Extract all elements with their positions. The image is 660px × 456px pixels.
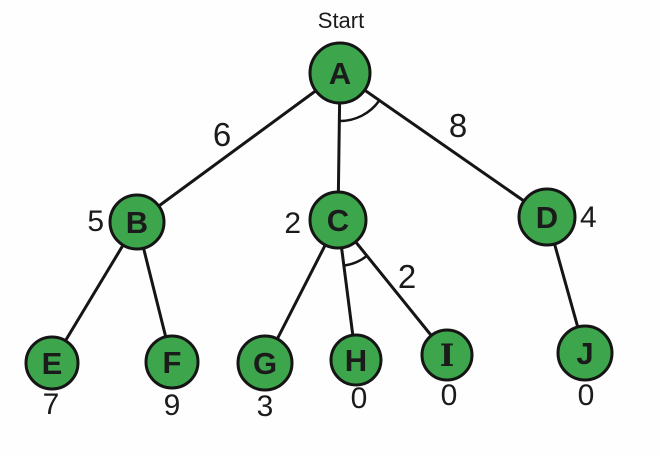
node-E: E7	[24, 335, 80, 421]
edge-weight-A-B: 6	[213, 116, 231, 153]
node-C: C2	[284, 190, 368, 250]
node-label-F: F	[163, 345, 182, 380]
start-label: Start	[317, 8, 365, 33]
heuristic-value-C: 2	[284, 207, 301, 240]
node-label-J: J	[576, 336, 593, 371]
node-circle-E	[24, 335, 80, 391]
heuristic-value-I: 0	[441, 379, 458, 412]
angle-arc-C	[343, 254, 368, 267]
node-I: I0	[420, 328, 474, 412]
heuristic-value-H: 0	[351, 382, 368, 415]
node-label-B: B	[126, 205, 148, 240]
node-circle-H	[329, 333, 383, 387]
heuristic-value-G: 3	[257, 390, 274, 423]
edge-A-D	[338, 71, 549, 219]
heuristic-value-B: 5	[87, 205, 104, 238]
node-label-H: H	[345, 343, 367, 378]
edge-weight-C-I: 2	[398, 258, 416, 295]
heuristic-value-D: 4	[580, 201, 597, 234]
node-label-G: G	[253, 346, 277, 381]
edge-A-B	[135, 71, 342, 224]
node-circle-I	[420, 328, 474, 382]
node-circle-C	[308, 190, 368, 250]
node-label-I: I	[440, 338, 455, 374]
edge-weight-A-D: 8	[449, 107, 467, 144]
node-circle-D	[517, 187, 577, 247]
node-A: A	[308, 41, 372, 105]
angle-arc-A	[339, 99, 381, 123]
node-label-D: D	[536, 200, 558, 235]
node-label-E: E	[42, 346, 63, 381]
node-G: G3	[236, 334, 294, 423]
heuristic-value-E: 7	[43, 388, 60, 421]
node-circle-A	[308, 41, 372, 105]
node-B: B5	[87, 193, 166, 251]
heuristic-value-F: 9	[164, 389, 181, 422]
node-circle-F	[144, 334, 200, 390]
node-label-A: A	[329, 56, 351, 91]
heuristic-value-J: 0	[578, 379, 595, 412]
node-circle-B	[108, 193, 166, 251]
node-H: H0	[329, 333, 383, 415]
node-circle-G	[236, 334, 294, 392]
node-label-C: C	[327, 203, 349, 238]
node-J: J0	[556, 324, 614, 412]
node-circle-J	[556, 324, 614, 382]
node-F: F9	[144, 334, 200, 422]
